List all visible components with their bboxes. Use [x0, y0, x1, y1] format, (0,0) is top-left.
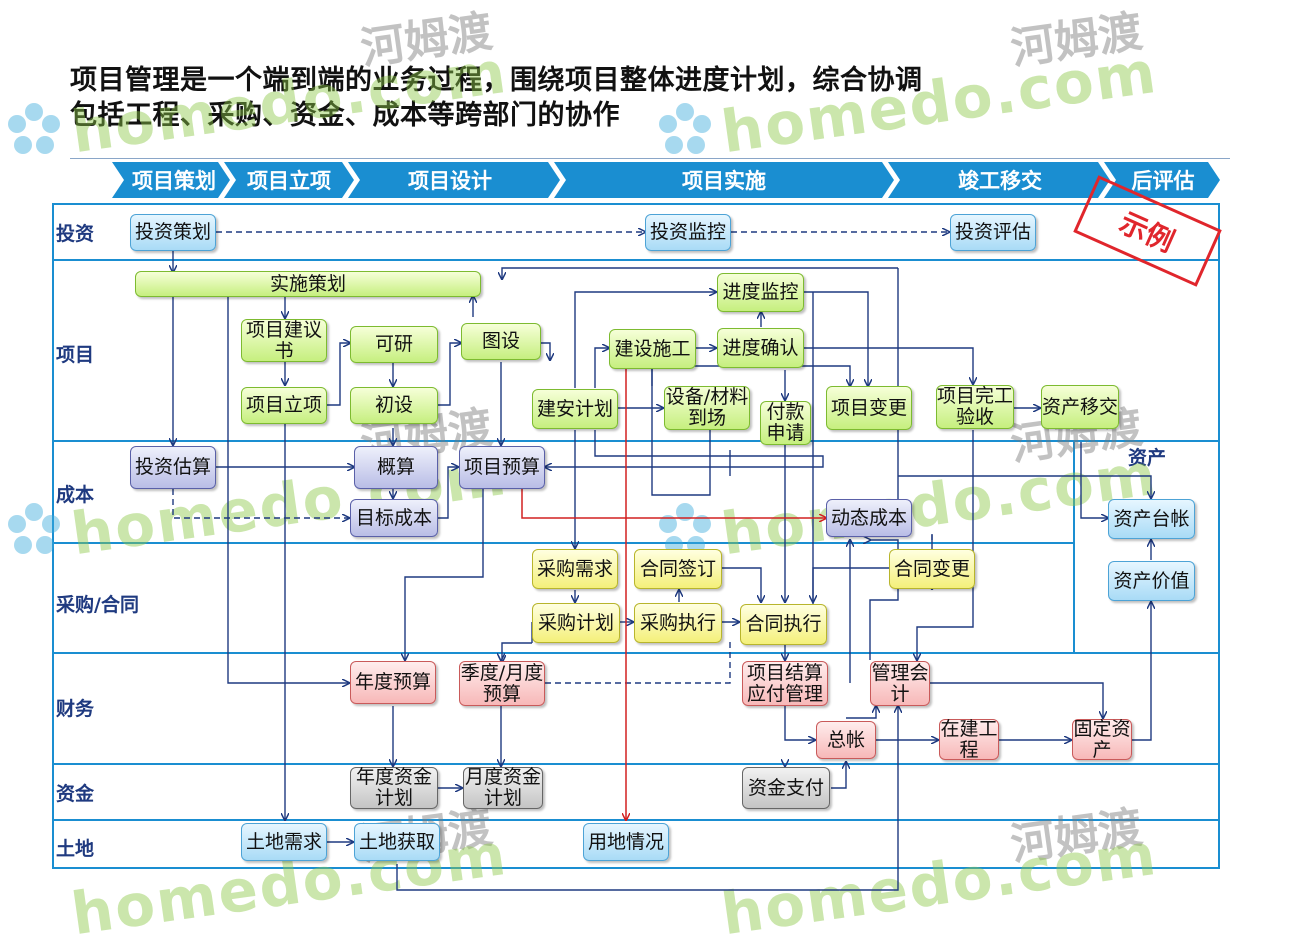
- box-mgmt-account: 管理会计: [870, 661, 930, 706]
- box-fixed-asset: 固定资产: [1072, 717, 1132, 761]
- box-ledger: 总帐: [816, 721, 876, 759]
- box-impl-plan: 实施策划: [135, 271, 481, 297]
- box-dynamic-cost: 动态成本: [826, 499, 912, 537]
- box-fund-pay: 资金支付: [742, 767, 830, 809]
- box-drawing: 图设: [461, 323, 541, 360]
- watermark-flower-icon: [8, 503, 60, 554]
- box-contract-change: 合同变更: [889, 549, 975, 589]
- lane-label-investment: 投资: [56, 223, 95, 245]
- lane-label-asset: 资产: [1128, 447, 1167, 469]
- box-feasibility: 可研: [350, 326, 438, 363]
- box-invest-plan: 投资策划: [130, 214, 216, 251]
- box-asset-value: 资产价值: [1108, 561, 1195, 601]
- box-construction: 建设施工: [609, 329, 696, 369]
- connector-lines: [0, 0, 1300, 891]
- lane-label-procurement: 采购/合同: [56, 594, 139, 616]
- box-payment-request: 付款申请: [760, 401, 811, 445]
- lane-label-fund: 资金: [56, 783, 95, 805]
- box-equipment: 设备/材料到场: [664, 386, 750, 430]
- box-build-plan: 建安计划: [532, 389, 618, 429]
- page-title-line1: 项目管理是一个端到端的业务过程，围绕项目整体进度计划，综合协调: [70, 65, 923, 96]
- box-invest-estimate: 投资估算: [130, 446, 216, 489]
- box-proposal: 项目建议书: [241, 319, 327, 362]
- box-contract-exec: 合同执行: [740, 604, 827, 645]
- box-progress-monitor: 进度监控: [717, 273, 804, 312]
- phase-post-evaluation: 后评估: [1131, 169, 1195, 193]
- box-land-need: 土地需求: [241, 823, 327, 861]
- phase-approval: 项目立项: [247, 169, 331, 193]
- title-divider: [70, 158, 1230, 159]
- box-target-cost: 目标成本: [350, 499, 438, 537]
- phase-handover: 竣工移交: [958, 169, 1042, 193]
- box-change: 项目变更: [826, 386, 912, 430]
- box-approval: 项目立项: [241, 387, 327, 424]
- box-in-progress: 在建工程: [939, 717, 999, 761]
- box-invest-eval: 投资评估: [950, 214, 1036, 251]
- lane-label-land: 土地: [56, 838, 95, 860]
- box-purchase-need: 采购需求: [532, 549, 618, 589]
- watermark-flower-icon: [8, 103, 60, 154]
- box-rough-estimate: 概算: [354, 446, 438, 489]
- box-asset-ledger: 资产台帐: [1108, 499, 1195, 539]
- lane-label-cost: 成本: [56, 484, 95, 506]
- box-land-use: 用地情况: [583, 823, 669, 861]
- box-monthly-budget: 季度/月度预算: [459, 661, 545, 706]
- box-settlement: 项目结算应付管理: [742, 661, 828, 706]
- box-asset-transfer: 资产移交: [1041, 385, 1119, 429]
- box-contract-sign: 合同签订: [634, 549, 722, 589]
- box-monthly-fund: 月度资金计划: [463, 766, 543, 809]
- box-completion: 项目完工验收: [936, 385, 1014, 429]
- lane-land: [52, 819, 1220, 869]
- phase-planning: 项目策划: [132, 169, 216, 193]
- watermark-flower-icon: [659, 103, 711, 154]
- box-land-get: 土地获取: [354, 823, 440, 861]
- box-purchase-exec: 采购执行: [634, 603, 722, 643]
- box-invest-monitor: 投资监控: [645, 214, 731, 251]
- phase-bar-shapes: [112, 162, 1220, 198]
- box-annual-fund: 年度资金计划: [350, 767, 438, 809]
- page-title-line2: 包括工程、采购、资金、成本等跨部门的协作: [70, 100, 620, 131]
- box-annual-budget: 年度预算: [350, 661, 436, 704]
- box-purchase-plan: 采购计划: [532, 603, 620, 643]
- box-budget: 项目预算: [459, 446, 545, 489]
- lane-label-project: 项目: [56, 344, 95, 366]
- phase-design: 项目设计: [408, 169, 492, 193]
- phase-implementation: 项目实施: [682, 169, 766, 193]
- box-prelim-design: 初设: [350, 387, 438, 424]
- box-progress-confirm: 进度确认: [717, 328, 804, 368]
- lane-label-finance: 财务: [56, 698, 95, 720]
